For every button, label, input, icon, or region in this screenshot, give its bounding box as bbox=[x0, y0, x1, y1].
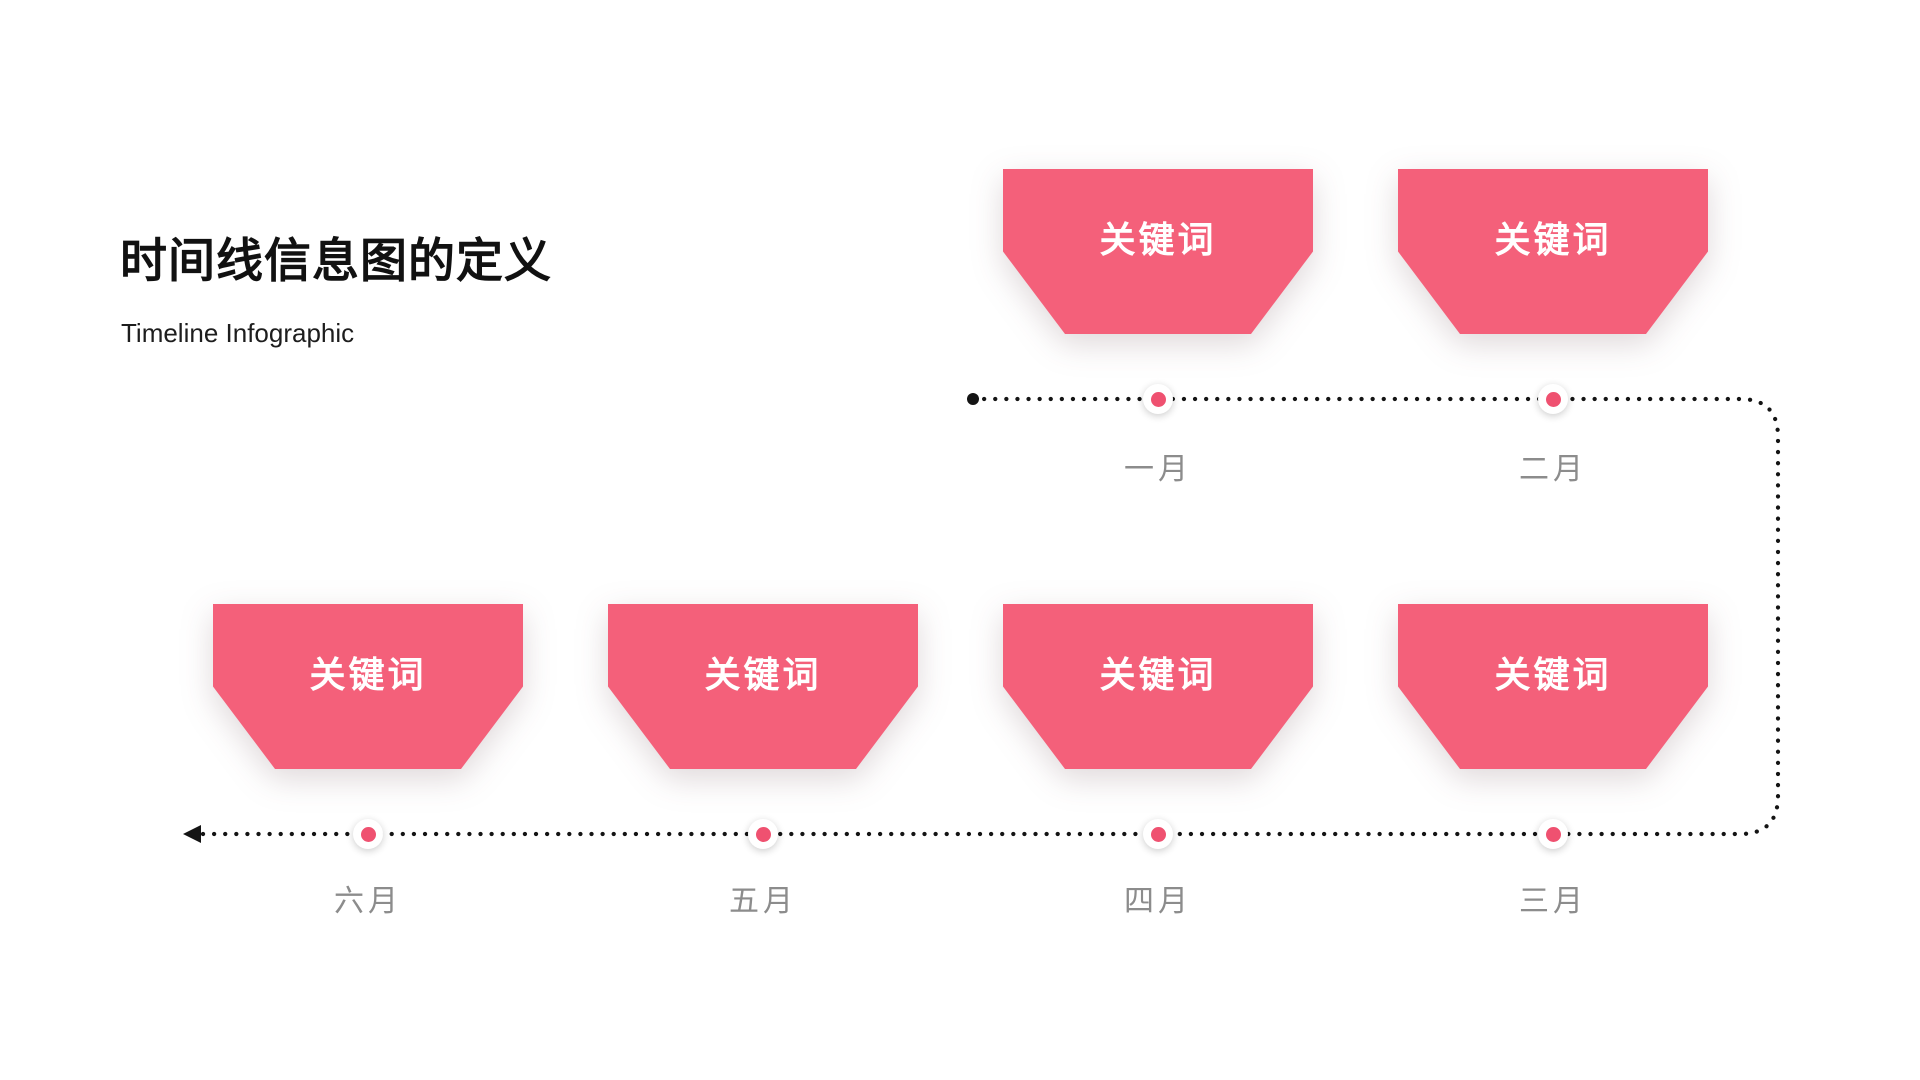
month-label-march: 三月 bbox=[1519, 885, 1587, 918]
banner-shape: 关键词 bbox=[1003, 169, 1313, 334]
banner-june: 关键词 bbox=[213, 604, 523, 769]
banner-shape: 关键词 bbox=[608, 604, 918, 769]
banner-february: 关键词 bbox=[1398, 169, 1708, 334]
month-label-may: 五月 bbox=[729, 885, 797, 918]
banner-january: 关键词 bbox=[1003, 169, 1313, 334]
banner-april: 关键词 bbox=[1003, 604, 1313, 769]
page-subtitle: Timeline Infographic bbox=[121, 318, 355, 348]
month-label-january: 一月 bbox=[1124, 453, 1192, 486]
banner-keyword: 关键词 bbox=[1099, 653, 1217, 695]
banner-shape: 关键词 bbox=[213, 604, 523, 769]
timeline-arrow-icon bbox=[183, 825, 201, 843]
banner-shape: 关键词 bbox=[1003, 604, 1313, 769]
month-label-june: 六月 bbox=[334, 885, 402, 918]
banner-may: 关键词 bbox=[608, 604, 918, 769]
month-label-april: 四月 bbox=[1124, 885, 1192, 918]
banner-keyword: 关键词 bbox=[309, 653, 427, 695]
banner-keyword: 关键词 bbox=[1494, 218, 1612, 260]
page-title: 时间线信息图的定义 bbox=[120, 234, 552, 287]
month-label-february: 二月 bbox=[1519, 453, 1587, 486]
banner-keyword: 关键词 bbox=[1099, 218, 1217, 260]
timeline-node-january bbox=[1143, 384, 1173, 414]
timeline-start-dot bbox=[967, 393, 979, 405]
timeline-dotted-line bbox=[199, 396, 1781, 837]
timeline-node-february bbox=[1538, 384, 1568, 414]
timeline-node-march bbox=[1538, 819, 1568, 849]
timeline-node-april bbox=[1143, 819, 1173, 849]
banner-shape: 关键词 bbox=[1398, 604, 1708, 769]
banner-march: 关键词 bbox=[1398, 604, 1708, 769]
timeline-node-june bbox=[353, 819, 383, 849]
banner-keyword: 关键词 bbox=[1494, 653, 1612, 695]
banner-keyword: 关键词 bbox=[704, 653, 822, 695]
banner-shape: 关键词 bbox=[1398, 169, 1708, 334]
timeline-node-may bbox=[748, 819, 778, 849]
